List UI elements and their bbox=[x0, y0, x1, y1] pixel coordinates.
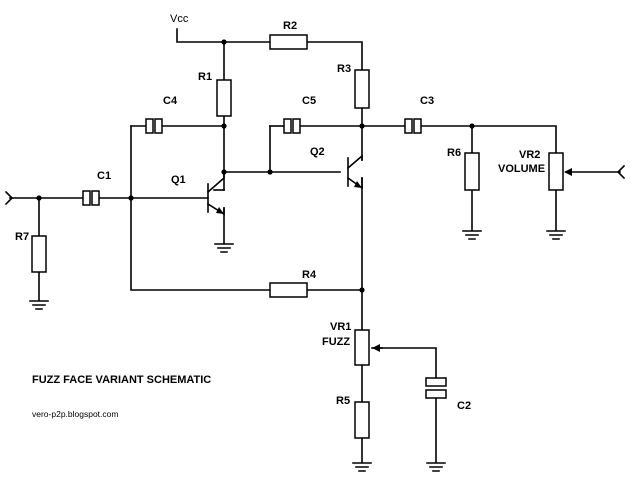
wires bbox=[9, 28, 621, 463]
label-r5: R5 bbox=[336, 395, 350, 407]
label-r2: R2 bbox=[283, 20, 297, 32]
label-r4: R4 bbox=[302, 269, 317, 281]
ground-q1 bbox=[214, 243, 234, 253]
potentiometer-vr1 bbox=[354, 329, 383, 366]
label-r1: R1 bbox=[198, 71, 212, 83]
label-r3: R3 bbox=[337, 63, 351, 75]
resistor-r2 bbox=[269, 34, 308, 50]
resistor-r1 bbox=[216, 79, 232, 117]
label-c5: C5 bbox=[302, 95, 316, 107]
ground-r5 bbox=[352, 462, 372, 472]
junction-dots bbox=[36, 39, 475, 293]
transistor-q2 bbox=[346, 154, 363, 190]
label-c2: C2 bbox=[457, 400, 471, 412]
resistor-r4 bbox=[269, 282, 308, 298]
label-vr1: VR1 bbox=[330, 321, 351, 333]
label-vr2: VR2 bbox=[519, 149, 540, 161]
label-q1: Q1 bbox=[171, 174, 186, 186]
output-arrow-icon bbox=[616, 164, 626, 180]
resistor-r3 bbox=[354, 69, 370, 109]
ground-r6 bbox=[462, 230, 482, 240]
label-q2: Q2 bbox=[310, 146, 325, 158]
potentiometer-vr2 bbox=[548, 152, 572, 191]
label-vr2-name: VOLUME bbox=[498, 163, 545, 175]
transistor-q1 bbox=[206, 171, 225, 216]
capacitor-c5 bbox=[283, 118, 301, 134]
input-arrow-icon bbox=[4, 190, 14, 206]
ground-r7 bbox=[29, 300, 49, 310]
resistor-r7 bbox=[31, 235, 47, 273]
ground-c2 bbox=[426, 462, 446, 472]
label-c1: C1 bbox=[97, 170, 111, 182]
label-c4: C4 bbox=[163, 95, 178, 107]
label-vcc: Vcc bbox=[170, 13, 189, 25]
label-r7: R7 bbox=[15, 231, 29, 243]
label-vr1-name: FUZZ bbox=[322, 336, 350, 348]
diagram-title: FUZZ FACE VARIANT SCHEMATIC bbox=[32, 374, 211, 386]
resistor-r5 bbox=[354, 401, 370, 439]
source-credit: vero-p2p.blogspot.com bbox=[32, 409, 118, 419]
capacitor-c2 bbox=[425, 377, 447, 399]
capacitor-c3 bbox=[404, 118, 422, 134]
capacitor-c4 bbox=[145, 118, 163, 134]
ground-vr2 bbox=[546, 230, 566, 240]
label-c3: C3 bbox=[420, 95, 434, 107]
capacitor-c1 bbox=[82, 190, 100, 206]
label-r6: R6 bbox=[447, 147, 461, 159]
resistor-r6 bbox=[464, 152, 480, 191]
